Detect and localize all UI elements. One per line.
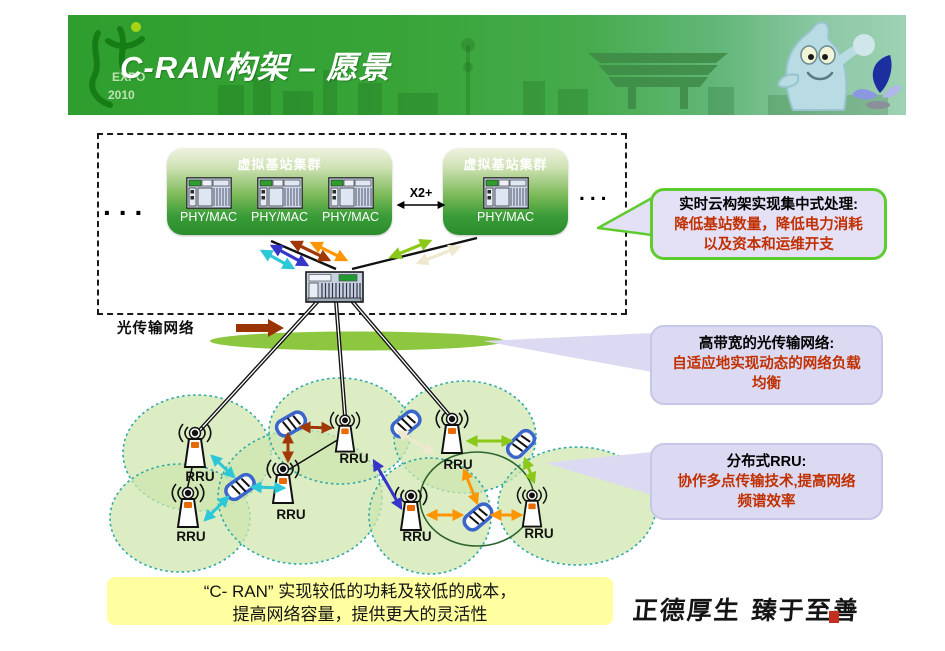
server-icon [256,177,303,209]
callout-title: 高带宽的光传输网络: [698,336,835,352]
slide-title: C-RAN构架 – 愿景 [120,50,391,85]
cell-coverage [122,394,272,512]
rru-label: RRU [339,451,368,466]
server-icon [482,177,529,209]
cell-coverage [109,463,251,573]
bbu-server: PHY/MAC [321,177,381,224]
mobile-phone-icon [221,470,259,504]
rru-tower-icon [329,411,361,453]
china-pavilion [588,53,728,109]
phy-mac-label: PHY/MAC [322,210,379,224]
rru-tower-icon [394,486,428,531]
callout-tail-rru [545,452,652,495]
callout-body-line1: 降低基站数量，降低电力消耗 [674,217,863,233]
phy-mac-label: PHY/MAC [251,210,308,224]
expo-text: EXPO [112,70,145,84]
virtual-bs-cluster-left: 虚拟基站集群 PHY/MAC [167,148,392,235]
bottom-note-line2: 提高网络容量，提供更大的灵活性 [232,605,488,624]
callout-realtime-cloud: 实时云构架实现集中式处理: 降低基站数量，降低电力消耗 以及资本和运维开支 [650,188,887,260]
phy-mac-label: PHY/MAC [477,210,534,224]
optical-network-label: 光传输网络 [117,321,195,337]
callout-body-line2: 以及资本和运维开支 [703,237,834,253]
expo-year-text: 2010 [108,88,135,102]
callout-title: 分布式RRU: [726,454,807,470]
rru-tower-icon [171,483,205,528]
fiber-links [198,299,452,432]
callout-optical-network: 高带宽的光传输网络: 自适应地实现动态的网络负载 均衡 [650,325,883,405]
rru-tower-icon [178,423,212,468]
rru-label: RRU [185,469,214,484]
mobile-phone-icon [387,406,425,442]
callout-title: 实时云构架实现集中式处理: [679,197,858,213]
header-decorations: EXPO 2010 [89,21,902,115]
server-icon [327,177,374,209]
rru-label: RRU [176,529,205,544]
callout-body-line2: 均衡 [752,376,781,392]
rru-label: RRU [524,526,553,541]
mobile-phones [221,406,540,535]
cell-coverage [497,446,657,566]
mobile-phone-icon [502,425,540,463]
red-seal [829,611,839,623]
bbu-server: PHY/MAC [179,177,239,224]
cell-coverage [393,380,537,494]
page-number: 8 [847,600,856,617]
coordination-circle [419,451,535,547]
optical-network-arrow [236,319,284,337]
rru-tower-icon [435,409,469,454]
phy-mac-label: PHY/MAC [180,210,237,224]
bottom-note: “C- RAN” 实现较低的功耗及较低的成本， 提高网络容量，提供更大的灵活性 [107,577,613,625]
cell-coverage [217,429,383,565]
ellipsis-right: ... [579,182,612,205]
radio-link-arrows [203,421,537,522]
callout-body-line1: 协作多点传输技术,提高网络 [677,474,856,490]
inter-tower-links [186,435,345,491]
expo-logo: EXPO 2010 [89,22,145,108]
callout-tail-optical [483,333,652,372]
callout-distributed-rru: 分布式RRU: 协作多点传输技术,提高网络 频谱效率 [650,443,883,520]
virtual-bs-cluster-right: 虚拟基站集群 PHY/MAC [443,148,568,235]
header-banner: EXPO 2010 [68,15,906,115]
cluster-title: 虚拟基站集群 [237,157,322,172]
rru-label-group: RRU RRU RRU RRU RRU RRU RRU [176,451,553,544]
cluster-title: 虚拟基站集群 [463,157,548,172]
mobile-phone-icon [459,499,497,535]
bbu-server: PHY/MAC [250,177,310,224]
bbu-server: PHY/MAC [476,177,536,224]
butterfly-logo [852,55,902,109]
calligraphy-slogan: 正德厚生 臻于至善 [631,596,861,625]
bottom-note-line1: “C- RAN” 实现较低的功耗及较低的成本， [203,582,517,601]
callout-body-line2: 频谱效率 [737,494,796,510]
rru-label: RRU [402,529,431,544]
ellipsis-left: ... [103,190,151,221]
server-icon [185,177,232,209]
rru-label: RRU [443,457,472,472]
cell-coverage [368,457,492,575]
cell-coverage-group [109,377,657,575]
optical-network-ellipse [210,331,504,351]
x2-interface-label: X2+ [409,186,433,200]
rru-label: RRU [276,507,305,522]
rru-tower-icon [516,486,548,528]
callout-body-line1: 自适应地实现动态的网络负载 [672,356,861,372]
mobile-phone-icon [272,407,310,441]
cell-coverage [268,377,412,485]
rru-tower-icon [266,459,300,504]
haibao-mascot [776,21,875,111]
rru-towers [171,409,548,531]
